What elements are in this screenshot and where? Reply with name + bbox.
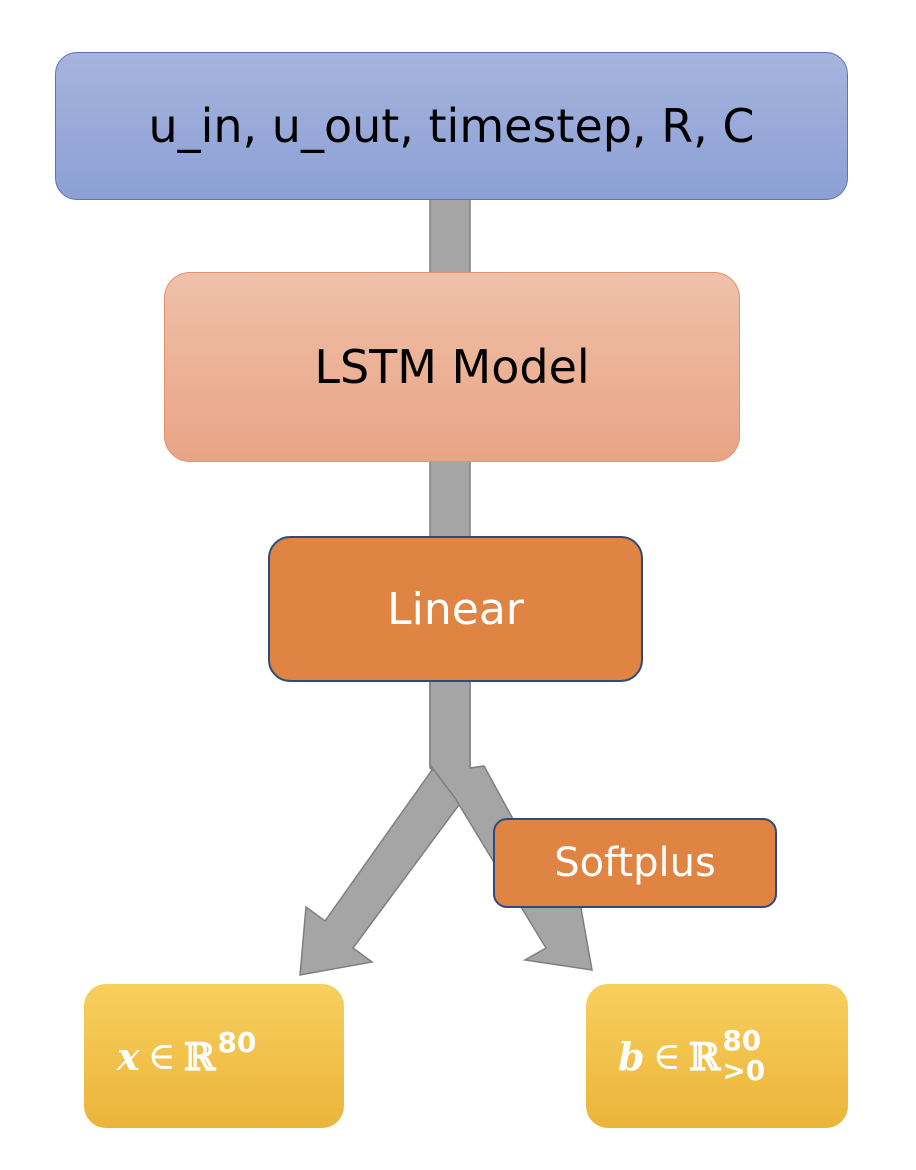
output-x-relation: ∈ [147,1034,176,1078]
connector-input-to-lstm [429,197,471,275]
output-x-set-symbol: ℝ [183,1033,216,1079]
output-b-variable: b [618,1033,645,1079]
input-features-box: u_in, u_out, timestep, R, C [55,52,848,200]
linear-layer-box: Linear [268,536,643,682]
input-features-label: u_in, u_out, timestep, R, C [148,99,755,153]
lstm-model-box: LSTM Model [164,272,740,462]
output-b-subscript: >0 [722,1054,766,1087]
connector-lstm-to-linear [429,459,471,539]
output-b-relation: ∈ [652,1034,681,1078]
output-b-scripts: 80 >0 [722,1026,765,1086]
output-x-box: x ∈ ℝ 80 [84,984,344,1128]
output-b-set-symbol: ℝ [688,1033,721,1079]
output-b-box: b ∈ ℝ 80 >0 [586,984,848,1128]
lstm-model-label: LSTM Model [314,340,590,394]
softplus-label: Softplus [554,840,716,886]
output-b-superscript: 80 [722,1024,762,1057]
softplus-box: Softplus [493,818,777,908]
linear-layer-label: Linear [387,583,524,635]
output-x-superscript: 80 [217,1025,257,1059]
output-x-variable: x [117,1033,140,1079]
